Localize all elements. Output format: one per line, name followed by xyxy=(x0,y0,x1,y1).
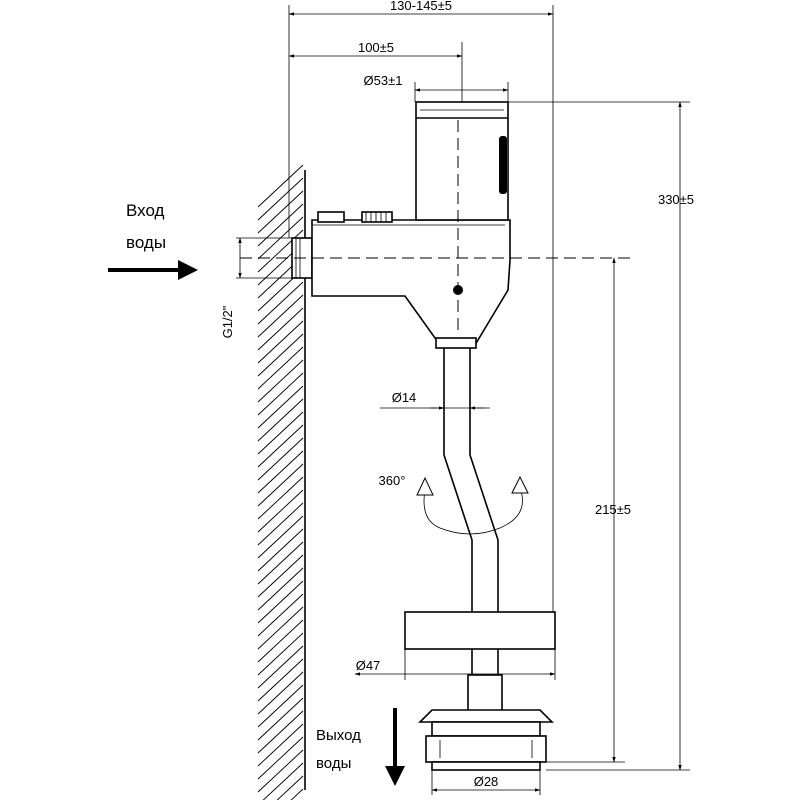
hatch-line xyxy=(257,502,304,546)
hatch-line xyxy=(257,203,304,247)
inlet-label-line2: воды xyxy=(126,233,166,252)
outlet-fitting xyxy=(418,649,554,771)
hatch-line xyxy=(257,541,304,585)
hatch-line xyxy=(257,411,304,455)
wall-hatching xyxy=(257,164,304,800)
hatch-line xyxy=(257,190,304,234)
hatch-line xyxy=(257,593,304,637)
valve-body xyxy=(311,211,511,346)
hatch-line xyxy=(257,359,304,403)
hatch-line xyxy=(257,229,304,273)
hatch-line xyxy=(257,489,304,533)
outlet-label-line1: Выход xyxy=(316,727,361,744)
hatch-line xyxy=(257,658,304,702)
hatch-line xyxy=(290,788,304,800)
hatch-line xyxy=(262,762,304,800)
hatch-line xyxy=(257,606,304,650)
hatch-line xyxy=(257,385,304,429)
inlet-label-line1: Вход xyxy=(126,201,165,220)
hatch-line xyxy=(257,320,304,364)
hatch-line xyxy=(257,723,304,767)
dim-overall-depth: 130-145±5 xyxy=(390,0,452,13)
hatch-line xyxy=(257,450,304,494)
flush-pipe xyxy=(435,337,499,612)
dim-pipe-diameter: Ø14 xyxy=(392,390,417,405)
hatch-line xyxy=(257,567,304,611)
sensor-head xyxy=(415,101,509,221)
hatch-line xyxy=(257,177,304,221)
hatch-line xyxy=(257,164,304,208)
hatch-line xyxy=(257,736,304,780)
hatch-line xyxy=(257,294,304,338)
center-lines xyxy=(240,120,630,335)
extension-lines xyxy=(236,5,690,795)
dim-axis-offset: 100±5 xyxy=(358,40,394,55)
hatch-line xyxy=(257,333,304,377)
hatch-line xyxy=(276,775,304,800)
rotation-indicator xyxy=(416,475,529,535)
dim-outlet-diameter: Ø28 xyxy=(474,774,499,789)
hatch-line xyxy=(257,372,304,416)
hatch-line xyxy=(257,749,304,793)
pipe-flange xyxy=(404,611,556,650)
hatch-line xyxy=(257,619,304,663)
hatch-line xyxy=(257,710,304,754)
hatch-line xyxy=(257,528,304,572)
wall xyxy=(257,164,306,800)
hatch-line xyxy=(257,554,304,598)
hatch-line xyxy=(257,463,304,507)
dim-total-height: 330±5 xyxy=(658,192,694,207)
hatch-line xyxy=(257,515,304,559)
hatch-line xyxy=(257,697,304,741)
dim-flange-diameter: Ø47 xyxy=(356,658,381,673)
outlet-label-line2: воды xyxy=(316,755,351,772)
hatch-line xyxy=(257,307,304,351)
hatch-line xyxy=(257,580,304,624)
hatch-line xyxy=(257,398,304,442)
hatch-line xyxy=(257,645,304,689)
rotation-label: 360° xyxy=(379,473,406,488)
hatch-line xyxy=(257,671,304,715)
hatch-line xyxy=(257,424,304,468)
dim-thread: G1/2" xyxy=(220,305,235,338)
hatch-line xyxy=(257,281,304,325)
hatch-line xyxy=(257,632,304,676)
dim-axis-to-outlet: 215±5 xyxy=(595,502,631,517)
hatch-line xyxy=(257,684,304,728)
dim-sensor-diameter: Ø53±1 xyxy=(364,73,403,88)
hatch-line xyxy=(257,437,304,481)
hatch-line xyxy=(257,346,304,390)
hatch-line xyxy=(257,476,304,520)
dimension-lines xyxy=(238,12,682,792)
